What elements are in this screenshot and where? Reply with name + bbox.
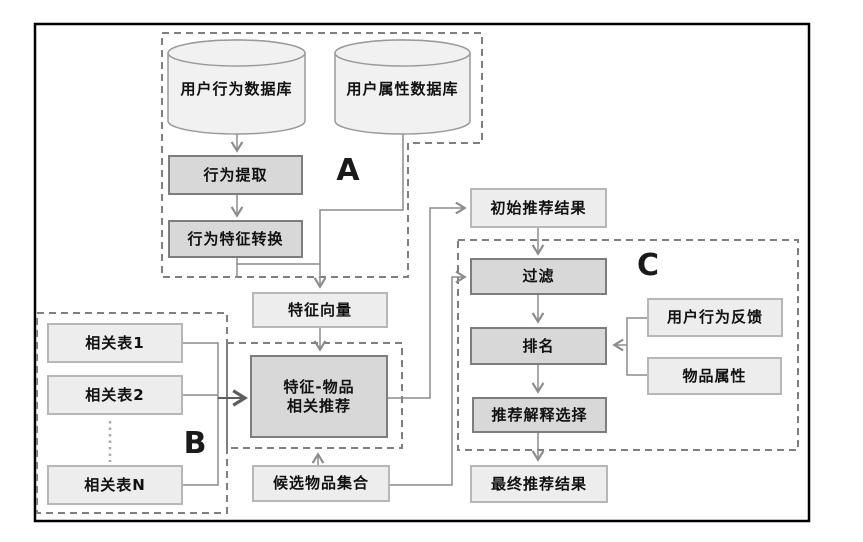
group-a-region (161, 32, 483, 278)
node-user-attribute-db: 用户属性数据库 (335, 72, 470, 104)
node-related-table-2: 相关表2 (47, 375, 183, 415)
node-label: 用户属性数据库 (346, 79, 459, 98)
node-ranking: 排名 (470, 327, 607, 365)
node-label: 特征向量 (287, 300, 352, 319)
node-feature-vector: 特征向量 (252, 292, 388, 328)
node-label: 行为特征转换 (187, 229, 284, 248)
node-label: 过滤 (522, 267, 555, 286)
node-item-attributes: 物品属性 (647, 357, 782, 395)
node-label: 行为提取 (203, 165, 268, 184)
node-label: 相关表2 (85, 385, 145, 404)
node-feature-item-recommend: 特征-物品 相关推荐 (250, 355, 388, 438)
node-filter: 过滤 (470, 258, 607, 295)
node-behavior-extract: 行为提取 (168, 155, 303, 195)
node-user-feedback: 用户行为反馈 (647, 298, 783, 337)
outer-frame (33, 22, 811, 523)
group-c-region (457, 239, 799, 451)
node-label: 物品属性 (682, 366, 747, 385)
node-label: 候选物品集合 (272, 474, 369, 493)
node-candidate-set: 候选物品集合 (252, 465, 390, 502)
user-attribute-db-cylinder (334, 39, 471, 135)
node-label: 推荐解释选择 (491, 405, 588, 424)
node-label: 最终推荐结果 (490, 474, 587, 493)
node-related-table-n: 相关表N (47, 465, 183, 505)
group-c-label: C (636, 247, 660, 283)
group-a-label: A (336, 152, 360, 188)
node-initial-results: 初始推荐结果 (470, 188, 607, 228)
group-b-label: B (183, 425, 207, 461)
user-behavior-db-cylinder (167, 39, 306, 135)
node-label-line2: 相关推荐 (286, 396, 351, 415)
group-b-region (36, 312, 228, 514)
node-label: 用户行为反馈 (666, 308, 763, 327)
node-label: 相关表N (84, 475, 146, 494)
node-label: 相关表1 (85, 333, 145, 352)
node-behavior-transform: 行为特征转换 (168, 220, 303, 258)
node-label: 排名 (522, 336, 555, 355)
node-label: 用户行为数据库 (180, 79, 293, 98)
node-label: 初始推荐结果 (490, 198, 587, 217)
node-final-results: 最终推荐结果 (470, 465, 608, 503)
node-explanation-select: 推荐解释选择 (472, 397, 607, 433)
node-label-line1: 特征-物品 (283, 377, 355, 396)
node-related-table-1: 相关表1 (47, 323, 183, 363)
node-user-behavior-db: 用户行为数据库 (168, 72, 305, 104)
connector-lines (183, 134, 647, 486)
